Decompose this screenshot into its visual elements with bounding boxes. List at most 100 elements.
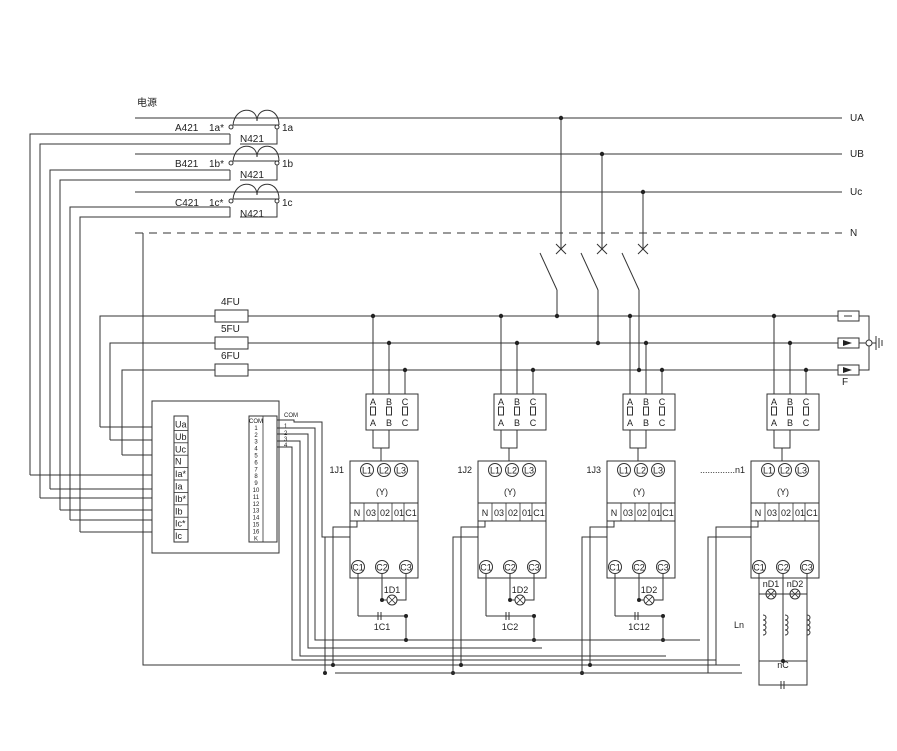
breaker-label-a-bottom: A (370, 418, 376, 428)
relay-pin-label: N (611, 508, 618, 518)
relay-pin-label: 03 (494, 508, 504, 518)
lamp-label: 1D2 (641, 585, 658, 595)
terminal-label-l2: L2 (636, 466, 646, 476)
output-terminal-label: C1 (609, 563, 621, 573)
breaker-out (773, 430, 791, 449)
junction-dot (459, 663, 463, 667)
terminal-l3 (795, 463, 809, 477)
terminal-l2 (377, 463, 391, 477)
meter-input-label: Ic (175, 531, 183, 541)
breaker-label-c-bottom: C (402, 418, 409, 428)
lamp-circuit (614, 574, 663, 617)
capacitor-label: 1C2 (502, 622, 519, 632)
meter-pin-label: 1 (254, 426, 258, 432)
meter-pin-label: 10 (253, 488, 260, 494)
ct-b-term: 1b (282, 159, 294, 170)
terminal-l1 (761, 463, 775, 477)
breaker-label-b-top: B (514, 397, 520, 407)
ct-c-n: N421 (240, 209, 264, 220)
output-terminal-label: C3 (801, 563, 813, 573)
relay-pin-label: 01 (522, 508, 532, 518)
breaker-label-b-bottom: B (787, 418, 793, 428)
breaker-fuse (386, 406, 392, 416)
control-wire (707, 536, 751, 673)
meter-pin-label: 11 (253, 495, 260, 501)
lamp-circuit (485, 574, 534, 617)
breaker-label-a-bottom: A (498, 418, 504, 428)
ct-b-star: 1b* (209, 159, 224, 170)
control-wire (324, 536, 350, 673)
terminal-l2 (778, 463, 792, 477)
output-terminal-label: C3 (528, 563, 540, 573)
breaker-fuse (659, 406, 665, 416)
meter (151, 400, 280, 554)
meter-pin-label: COM (249, 419, 263, 425)
output-terminal-label: C1 (352, 563, 364, 573)
relay-pin-label: 01 (651, 508, 661, 518)
junction-dot (771, 313, 777, 319)
junction-dot (637, 598, 641, 602)
relay-name-label: ..............n1 (700, 465, 745, 475)
lamp-label: nD1 (763, 579, 780, 589)
output-terminal-label: C1 (753, 563, 765, 573)
meter-pin-label: K (254, 536, 258, 542)
capacitor-label: nC (777, 660, 789, 670)
capacitor-label: 1C1 (374, 622, 391, 632)
ct-c-star: 1c* (209, 198, 224, 209)
relay-pin-label: 02 (380, 508, 390, 518)
neutral-wire (460, 521, 486, 665)
breaker-label-a-top: A (498, 397, 504, 407)
breaker-out (372, 430, 390, 449)
breaker-label-c-top: C (530, 397, 537, 407)
ct-b-n: N421 (240, 170, 264, 181)
output-terminal-label: C3 (400, 563, 412, 573)
meter-pin-label: 7 (254, 467, 258, 473)
terminal-l1 (360, 463, 374, 477)
junction-dot (386, 340, 392, 346)
lamp-label: 1D1 (384, 585, 401, 595)
ct-row-c: C421 1c* N421 1c (69, 183, 293, 532)
relay-name-label: 1J2 (457, 465, 472, 475)
meter-input-label: Ic* (175, 519, 186, 529)
terminal-l2 (634, 463, 648, 477)
lamp-cross (645, 596, 653, 604)
relay-y-label: (Y) (504, 487, 516, 497)
junction-dot (380, 598, 384, 602)
capacitor-label: 1C12 (628, 622, 650, 632)
breaker-fuse (498, 406, 504, 416)
relay-name-label: 1J1 (329, 465, 344, 475)
junction-dot (530, 367, 536, 373)
breaker-fuse (530, 406, 536, 416)
ct-row-b: B421 1b* N421 1b (49, 145, 294, 510)
terminal-label-l1: L1 (763, 466, 773, 476)
fuse-5fu (214, 336, 249, 350)
meter-pin-label: 2 (254, 433, 258, 439)
junction-dot (514, 340, 520, 346)
meter-out-1: 1 (284, 424, 288, 430)
terminal-l1 (617, 463, 631, 477)
ct-row-a: A421 1a* N421 1a (29, 109, 294, 498)
relay-pin-label: 03 (623, 508, 633, 518)
neutral-wire (332, 521, 358, 665)
breaker-out (500, 430, 518, 449)
output-terminal (399, 560, 413, 574)
output-terminal (608, 560, 622, 574)
reactor-coil-icon (806, 614, 811, 636)
output-terminal (800, 560, 814, 574)
meter-input-label: Ib (175, 506, 183, 516)
relay-pin-label: N (482, 508, 489, 518)
bus-label-uc: Uc (850, 187, 862, 198)
meter-out-4: 4 (284, 443, 288, 449)
meter-input-label: Ia* (175, 469, 187, 479)
meter-pin-label: 12 (253, 502, 260, 508)
output-terminal-label: C1 (480, 563, 492, 573)
junction-dot (588, 663, 592, 667)
output-terminal (776, 560, 790, 574)
breaker-label-c-top: C (659, 397, 666, 407)
bus-label-ub: UB (850, 149, 864, 160)
meter-pin-label: 4 (254, 447, 258, 453)
breaker-label-b-top: B (787, 397, 793, 407)
